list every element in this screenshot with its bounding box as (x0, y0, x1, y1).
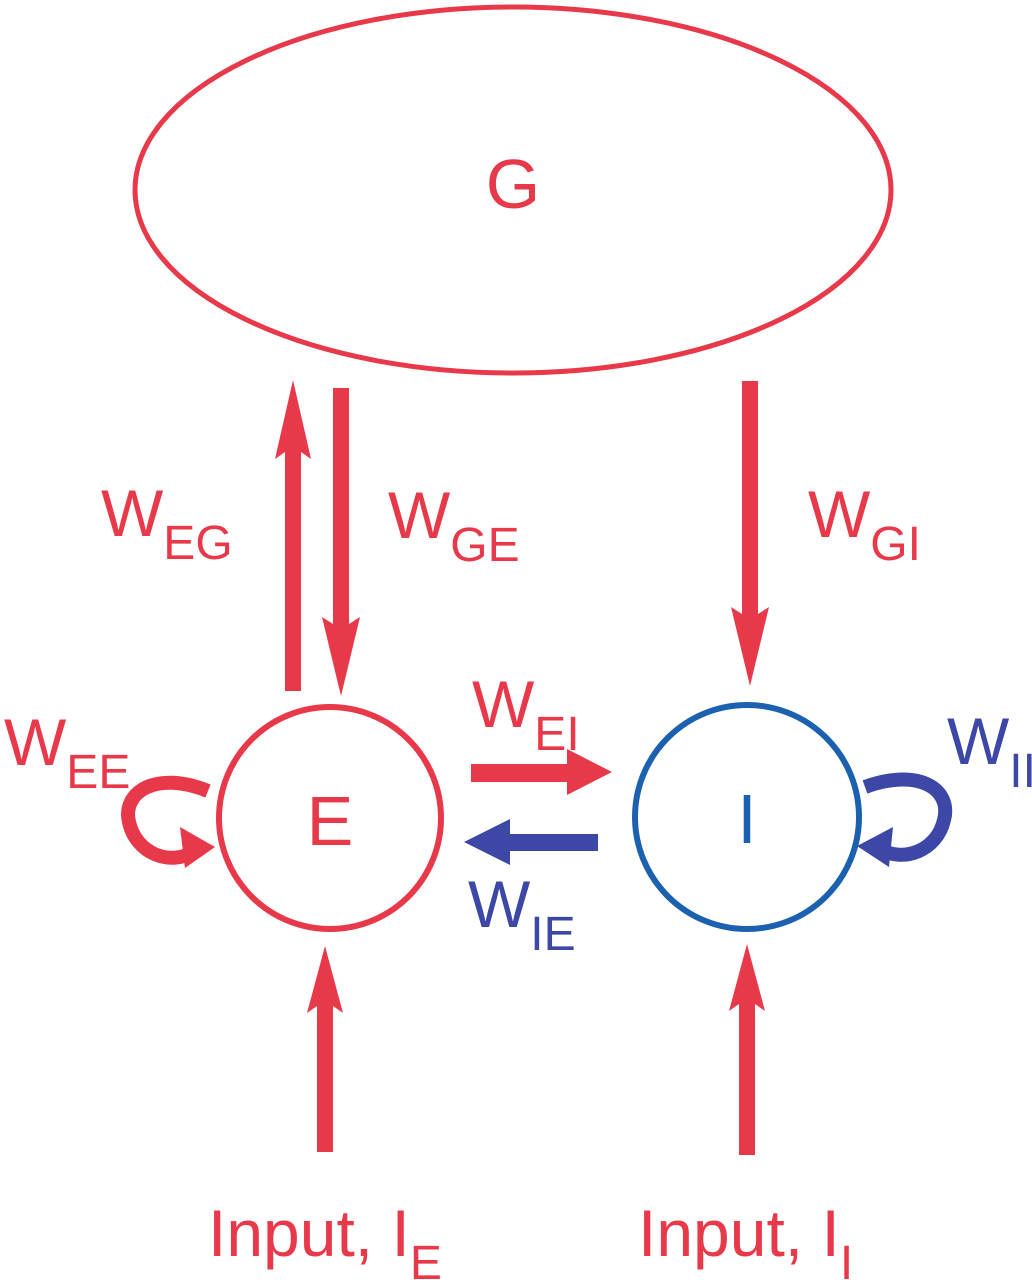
node-e-label: E (307, 782, 354, 860)
label-input-e-sub: E (410, 1237, 442, 1280)
label-input-e: Input, IE (208, 1196, 442, 1280)
label-weight-gi: WGI (808, 477, 921, 571)
label-weight-ge-main: W (388, 478, 451, 552)
edge-e-to-i-arrow (471, 749, 612, 795)
node-g-ellipse (132, 4, 894, 376)
label-weight-ee-sub: EE (66, 746, 130, 799)
edge-i-to-e-arrow (464, 819, 598, 865)
label-input-e-main: Input, I (208, 1196, 410, 1270)
node-g-label: G (486, 145, 540, 223)
edge-g-to-e-arrow (322, 388, 360, 696)
label-weight-eg-sub: EG (163, 517, 232, 570)
self-loop-e-arc (121, 775, 211, 865)
label-weight-ie: WIE (468, 867, 576, 961)
label-weight-eg-main: W (101, 476, 164, 550)
label-weight-ge: WGE (388, 478, 520, 572)
node-i-label: I (737, 780, 756, 858)
label-input-i-main: Input, I (638, 1196, 840, 1270)
label-weight-ii-sub: II (1009, 745, 1032, 798)
input-to-i-arrow (729, 944, 765, 1155)
self-loop-e-arrowhead (180, 827, 215, 868)
self-loop-i-arc (862, 772, 953, 862)
label-weight-ii: WII (947, 704, 1032, 798)
label-weight-gi-sub: GI (870, 518, 921, 571)
label-weight-ee: WEE (4, 705, 130, 799)
label-weight-ie-main: W (468, 867, 531, 941)
label-weight-ge-sub: GE (450, 519, 519, 572)
label-weight-gi-main: W (808, 477, 871, 551)
label-weight-ie-sub: IE (530, 908, 575, 961)
label-input-i: Input, II (638, 1196, 853, 1280)
label-input-i-sub: I (840, 1237, 853, 1280)
label-weight-ei-main: W (472, 667, 535, 741)
label-weight-ei-sub: EI (534, 708, 579, 761)
edge-g-to-i-arrow (731, 381, 769, 686)
label-weight-ee-main: W (4, 705, 67, 779)
node-i-circle (632, 702, 862, 932)
label-weight-ei: WEI (472, 667, 580, 761)
input-to-e-arrow (307, 946, 343, 1152)
label-weight-ii-main: W (947, 704, 1010, 778)
label-weight-eg: WEG (101, 476, 233, 570)
edge-e-to-g-arrow (275, 380, 311, 691)
self-loop-i-arrowhead (857, 827, 893, 867)
node-e-circle (216, 704, 444, 932)
